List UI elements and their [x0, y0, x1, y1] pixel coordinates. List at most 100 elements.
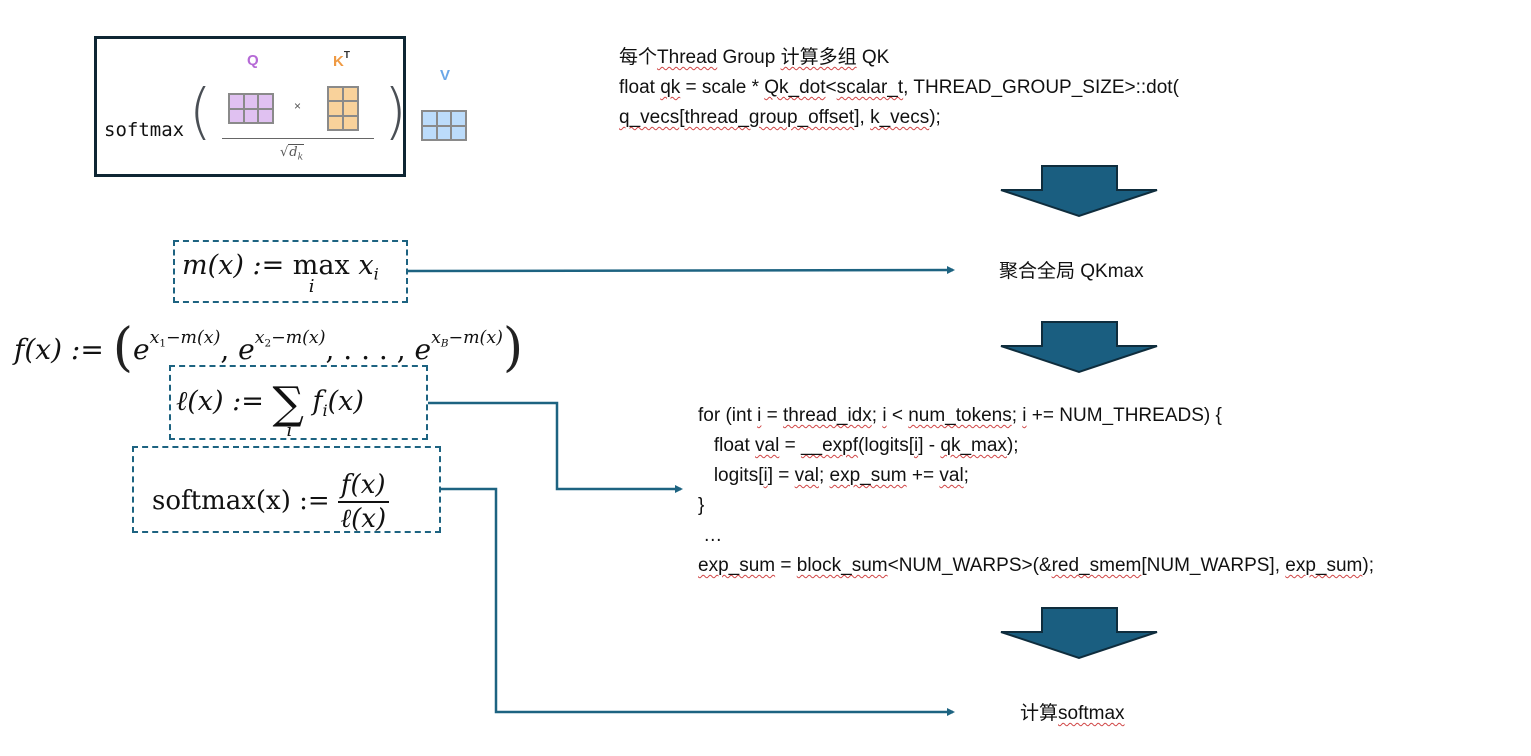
code-token-flagged: val: [939, 465, 964, 486]
q-label: Q: [247, 52, 259, 69]
down-arrow-1-icon: [1000, 165, 1158, 218]
code-token: ] =: [767, 465, 795, 486]
code-token-flagged: qk_max: [940, 435, 1007, 456]
k-transpose: T: [343, 50, 350, 61]
softmax-formula-box: [132, 446, 441, 533]
code-token-flagged: exp_sum: [829, 465, 907, 486]
connector-softmax-to-result: [441, 487, 955, 716]
exp-term-2-rest: −m(x): [271, 328, 326, 349]
code-token: );: [1362, 555, 1374, 576]
code-token: float: [698, 435, 756, 456]
code-token: );: [1006, 435, 1019, 456]
code-token-flagged: val: [755, 435, 780, 456]
connector-sum-to-code: [428, 401, 683, 493]
exp-close-paren: ): [502, 318, 524, 378]
softmax-numerator: f(x): [337, 470, 389, 503]
k-label: KT: [333, 50, 350, 70]
code-token-flagged: red_smem: [1051, 555, 1142, 576]
code-token: =: [779, 435, 801, 456]
code-token-flagged: qk: [660, 77, 681, 98]
code-token-flagged: 计算多组: [780, 47, 857, 68]
code-token-flagged: scalar_t: [836, 77, 904, 98]
code-token: float: [619, 77, 661, 98]
code-token-flagged: k_vecs: [870, 107, 930, 128]
sum-rhs-sub: i: [322, 400, 328, 420]
k-matrix-icon: [327, 86, 359, 131]
code-line: }: [698, 491, 1374, 521]
down-arrow-3-icon: [1000, 607, 1158, 660]
code-token: =: [761, 405, 784, 426]
code-token-flagged: __expf: [800, 435, 859, 456]
max-op: max: [292, 250, 350, 281]
left-paren: (: [189, 75, 212, 147]
code-token-flagged: exp_sum: [1285, 555, 1363, 576]
exp-term-1-var: x: [149, 328, 160, 349]
code-token: , THREAD_GROUP_SIZE>::dot(: [903, 77, 1179, 98]
exp-formula: f(x) := (ex1−m(x), ex2−m(x), . . . , exB…: [14, 318, 524, 378]
attention-formula-box: softmax ( Q KT × √dk ): [94, 36, 407, 177]
exp-term-2-var: x: [254, 328, 265, 349]
code-token: for (int: [698, 405, 758, 426]
exp-term-3-var: x: [431, 328, 441, 349]
exp-term-1-base: e: [133, 332, 150, 366]
code-token: 每个: [619, 47, 658, 68]
code-token-flagged: block_sum: [796, 555, 888, 576]
code-token: += NUM_THREADS) {: [1026, 405, 1222, 426]
max-var: x: [358, 250, 374, 281]
code-token-flagged: i: [1022, 405, 1027, 426]
exp-term-2-base: e: [238, 332, 255, 366]
code-token: ;: [1011, 405, 1023, 426]
code-token-flagged: i: [882, 405, 887, 426]
exp-lhs: f(x) :=: [14, 332, 113, 366]
exp-term-2-exp: x2−m(x): [254, 328, 326, 350]
softmax-formula: softmax(x) := f(x)ℓ(x): [152, 470, 389, 534]
step4-label-cn: 计算: [1020, 703, 1059, 724]
code-token: …: [698, 525, 723, 546]
code-token-flagged: i: [757, 405, 762, 426]
code-token-flagged: val: [794, 465, 819, 486]
code-line: float qk = scale * Qk_dot<scalar_t, THRE…: [619, 73, 1179, 103]
connector-max-to-qkmax: [407, 266, 955, 275]
code-token: +=: [906, 465, 940, 486]
code-token: <NUM_WARPS>(&: [887, 555, 1052, 576]
code-token: [: [679, 107, 685, 128]
step4-label-en: softmax: [1058, 703, 1125, 724]
code-token: ;: [963, 465, 969, 486]
code-token: ;: [818, 465, 830, 486]
dk-k: k: [297, 152, 304, 163]
step3-code: for (int i = thread_idx; i < num_tokens;…: [698, 401, 1374, 581]
sum-under: i: [286, 420, 293, 441]
code-token: =: [775, 555, 797, 576]
softmax-lhs: softmax(x) :=: [152, 486, 338, 516]
code-line: float val = __expf(logits[i] - qk_max);: [698, 431, 1374, 461]
code-token: }: [698, 495, 705, 516]
code-token: <: [825, 77, 837, 98]
max-lhs: m(x) :=: [182, 250, 293, 281]
code-token: (logits[: [858, 435, 914, 456]
code-token-flagged: i: [763, 465, 768, 486]
code-token-flagged: thread_idx: [783, 405, 872, 426]
code-token: QK: [856, 47, 890, 68]
exp-term-3-rest: −m(x): [448, 328, 503, 349]
code-token: logits[: [698, 465, 764, 486]
code-token-flagged: thread_group_offset: [684, 107, 855, 128]
times-symbol: ×: [294, 99, 302, 113]
code-token-flagged: i: [914, 435, 919, 456]
code-token: [NUM_WARPS],: [1141, 555, 1286, 576]
fraction-line: [222, 138, 374, 139]
exp-term-1-exp: x1−m(x): [149, 328, 221, 350]
code-line: q_vecs[thread_group_offset], k_vecs);: [619, 103, 1179, 133]
sum-formula: ℓ(x) := ∑i fi(x): [176, 378, 364, 441]
code-token: ] -: [918, 435, 941, 456]
down-arrow-2-icon: [1000, 321, 1158, 374]
exp-term-3-sub: B: [440, 337, 449, 350]
code-token-flagged: exp_sum: [698, 555, 776, 576]
sqrt-dk: √dk: [280, 144, 305, 163]
exp-ellipsis: , . . . ,: [325, 332, 406, 366]
q-matrix-icon: [228, 93, 274, 124]
code-line: logits[i] = val; exp_sum += val;: [698, 461, 1374, 491]
sum-formula-box: [169, 365, 428, 440]
exp-term-1-rest: −m(x): [166, 328, 221, 349]
